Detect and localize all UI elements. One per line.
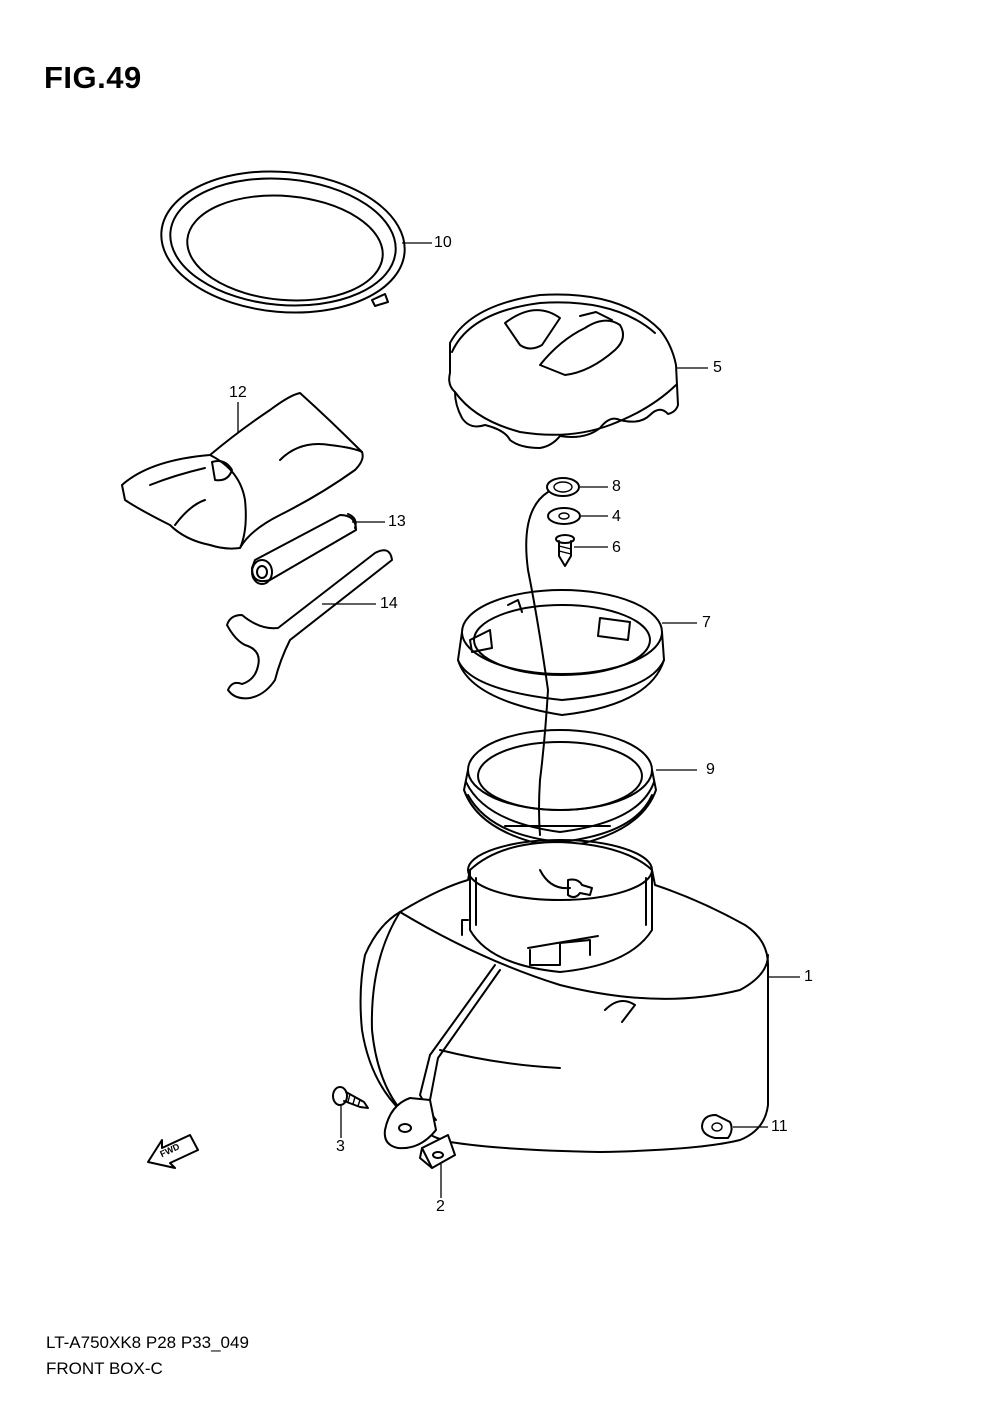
part-6-screw [555, 534, 575, 567]
callout-13: 13 [388, 513, 406, 530]
callout-3: 3 [336, 1138, 345, 1155]
callout-4: 4 [612, 508, 621, 525]
callout-6: 6 [612, 539, 621, 556]
part-2-clip [419, 1134, 456, 1169]
part-9-threaded-ring [463, 729, 657, 849]
part-3-screw [332, 1086, 369, 1109]
callout-14: 14 [380, 595, 398, 612]
callout-8: 8 [612, 478, 621, 495]
part-7-lock-ring [457, 589, 665, 716]
callout-12: 12 [229, 384, 247, 401]
callout-9: 9 [706, 761, 715, 778]
part-5-cap [448, 293, 679, 449]
part-8-o-ring [525, 477, 580, 836]
part-4-washer [547, 507, 581, 525]
figure-title: FIG.49 [44, 60, 142, 95]
part-1-front-box [359, 839, 769, 1153]
callout-10: 10 [434, 234, 452, 251]
callout-5: 5 [713, 359, 722, 376]
part-14-spanner [226, 549, 393, 700]
part-10-seal-ring [160, 170, 406, 314]
fwd-arrow-icon: FWD [147, 1134, 199, 1169]
part-11-grommet [701, 1114, 733, 1139]
callout-1: 1 [804, 968, 813, 985]
part-13-cylinder [251, 513, 357, 585]
callout-7: 7 [702, 614, 711, 631]
callout-11: 11 [771, 1118, 788, 1135]
callout-2: 2 [436, 1198, 445, 1215]
model-code: LT-A750XK8 P28 P33_049 [46, 1333, 249, 1352]
section-name: FRONT BOX-C [46, 1359, 163, 1378]
part-12-tool-pouch [121, 392, 364, 550]
